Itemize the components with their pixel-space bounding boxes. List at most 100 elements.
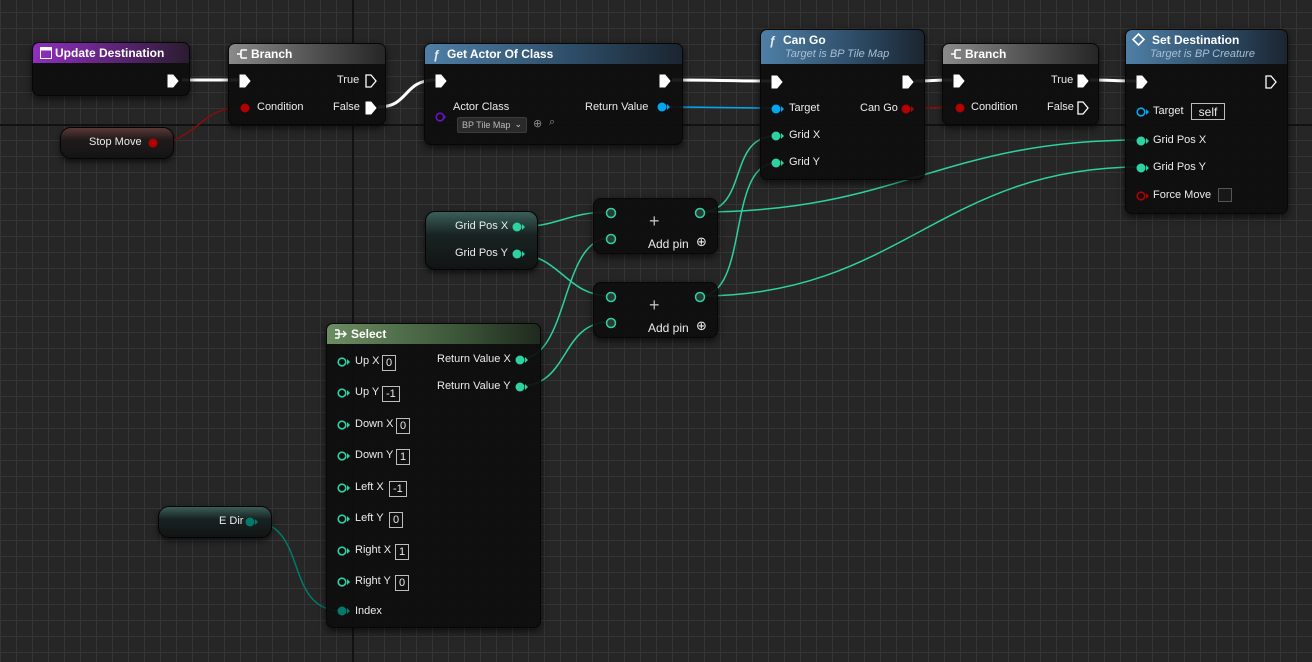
struct-wire[interactable]: [699, 166, 1141, 297]
select-option-value-field[interactable]: 0: [389, 512, 404, 528]
condition-label: Condition: [257, 101, 304, 113]
struct-in-pin[interactable]: [337, 357, 351, 367]
bool-in-pin[interactable]: [240, 103, 250, 113]
select-option-label: Left X: [355, 481, 384, 493]
grid-pos-x-label: Grid Pos X: [455, 220, 509, 232]
exec-in-pin[interactable]: [953, 74, 965, 88]
struct-in-pin[interactable]: [337, 388, 351, 398]
exec-out-pin[interactable]: [902, 75, 914, 89]
node-header[interactable]: Branch: [943, 44, 1098, 64]
exec-in-pin[interactable]: [771, 75, 783, 89]
bool-out-pin[interactable]: [148, 138, 158, 148]
node-header[interactable]: Set Destination Target is BP Creature: [1126, 30, 1287, 64]
node-subtitle: Target is BP Tile Map: [785, 48, 890, 60]
struct-in-pin[interactable]: [337, 546, 351, 556]
struct-in-pin[interactable]: [605, 233, 617, 245]
struct-in-pin[interactable]: [337, 483, 351, 493]
struct-in-pin[interactable]: [337, 420, 351, 430]
exec-in-pin[interactable]: [239, 74, 251, 88]
node-header[interactable]: Update Destination: [33, 43, 189, 63]
add-operator-symbol: +: [649, 295, 660, 315]
select-option-value-field[interactable]: 1: [395, 544, 410, 560]
class-in-pin[interactable]: [435, 112, 447, 122]
node-title: Select: [351, 327, 387, 341]
select-option-value-field[interactable]: -1: [382, 386, 400, 402]
select-option-label: Down Y: [355, 449, 394, 461]
exec-wire[interactable]: [671, 78, 773, 83]
exec-out-pin[interactable]: [659, 74, 671, 88]
target-label: Target: [789, 102, 820, 114]
node-title: Get Actor Of Class: [447, 47, 554, 61]
exec-out-pin[interactable]: [365, 101, 377, 115]
select-option-label: Up X: [355, 355, 380, 367]
grid-pos-variable-node[interactable]: Grid Pos X Grid Pos Y: [425, 211, 538, 270]
set-destination-node[interactable]: Set Destination Target is BP Creature Ta…: [1125, 29, 1288, 214]
return-value-x-label: Return Value X: [437, 353, 511, 365]
exec-out-pin[interactable]: [167, 74, 179, 88]
select-option-value-field[interactable]: -1: [389, 481, 407, 497]
struct-out-pin[interactable]: [694, 291, 706, 303]
branch-node[interactable]: Branch True Condition False: [228, 43, 386, 125]
bool-in-pin[interactable]: [1136, 191, 1150, 201]
struct-in-pin[interactable]: [771, 131, 785, 141]
node-header[interactable]: Select: [327, 324, 540, 344]
struct-in-pin[interactable]: [337, 577, 351, 587]
struct-out-pin[interactable]: [694, 207, 706, 219]
struct-out-pin[interactable]: [515, 355, 529, 365]
struct-in-pin[interactable]: [771, 158, 785, 168]
exec-out-pin[interactable]: [1077, 101, 1089, 115]
add-pin-label[interactable]: Add pin: [648, 321, 689, 335]
byte-in-pin[interactable]: [337, 606, 351, 616]
get-actor-of-class-node[interactable]: ƒ Get Actor Of Class Actor Class BP Tile…: [424, 43, 683, 145]
add-pin-plus-icon[interactable]: ⊕: [696, 318, 707, 333]
node-header[interactable]: ƒ Get Actor Of Class: [425, 44, 682, 64]
struct-in-pin[interactable]: [605, 207, 617, 219]
struct-in-pin[interactable]: [605, 317, 617, 329]
object-out-pin[interactable]: [657, 102, 671, 112]
add-node[interactable]: + Add pin ⊕: [593, 282, 718, 338]
node-header[interactable]: Branch: [229, 44, 385, 64]
variable-label: E Dir: [219, 515, 244, 527]
can-go-node[interactable]: ƒ Can Go Target is BP Tile Map Target Ca…: [760, 29, 925, 180]
bool-in-pin[interactable]: [955, 103, 965, 113]
struct-in-pin[interactable]: [1136, 136, 1150, 146]
node-title: Branch: [251, 47, 293, 61]
add-node[interactable]: + Add pin ⊕: [593, 198, 718, 254]
select-option-value-field[interactable]: 1: [396, 449, 411, 465]
struct-in-pin[interactable]: [1136, 163, 1150, 173]
actor-class-dropdown[interactable]: BP Tile Map ⌄: [457, 117, 527, 133]
exec-in-pin[interactable]: [435, 74, 447, 88]
struct-in-pin[interactable]: [337, 451, 351, 461]
select-option-value-field[interactable]: 0: [395, 575, 410, 591]
branch-node[interactable]: Branch True Condition False: [942, 43, 1099, 125]
target-self-field[interactable]: self: [1191, 103, 1225, 120]
node-header[interactable]: ƒ Can Go Target is BP Tile Map: [761, 30, 924, 64]
bool-out-pin[interactable]: [901, 104, 915, 114]
exec-out-pin[interactable]: [1077, 74, 1089, 88]
struct-out-pin[interactable]: [512, 249, 526, 259]
object-in-pin[interactable]: [771, 104, 785, 114]
force-move-checkbox[interactable]: [1218, 188, 1232, 202]
byte-out-pin[interactable]: [245, 517, 259, 527]
exec-out-pin[interactable]: [365, 74, 377, 88]
condition-label: Condition: [971, 101, 1018, 113]
select-option-value-field[interactable]: 0: [396, 418, 411, 434]
add-pin-plus-icon[interactable]: ⊕: [696, 234, 707, 249]
exec-out-pin[interactable]: [1265, 75, 1277, 89]
struct-out-pin[interactable]: [512, 222, 526, 232]
stop-move-variable-node[interactable]: Stop Move: [60, 127, 174, 159]
set-function-icon: [1132, 33, 1145, 46]
object-in-pin[interactable]: [1136, 107, 1150, 117]
add-pin-label[interactable]: Add pin: [648, 237, 689, 251]
select-option-value-field[interactable]: 0: [382, 355, 397, 371]
struct-in-pin[interactable]: [605, 291, 617, 303]
update-destination-node[interactable]: Update Destination: [32, 42, 190, 96]
struct-in-pin[interactable]: [337, 514, 351, 524]
e-dir-variable-node[interactable]: E Dir: [158, 506, 272, 538]
select-option-label: Up Y: [355, 386, 380, 398]
exec-in-pin[interactable]: [1136, 75, 1148, 89]
browse-search-icon[interactable]: ⌕: [549, 116, 556, 128]
struct-out-pin[interactable]: [515, 382, 529, 392]
use-selected-icon[interactable]: ⊕: [533, 118, 543, 130]
